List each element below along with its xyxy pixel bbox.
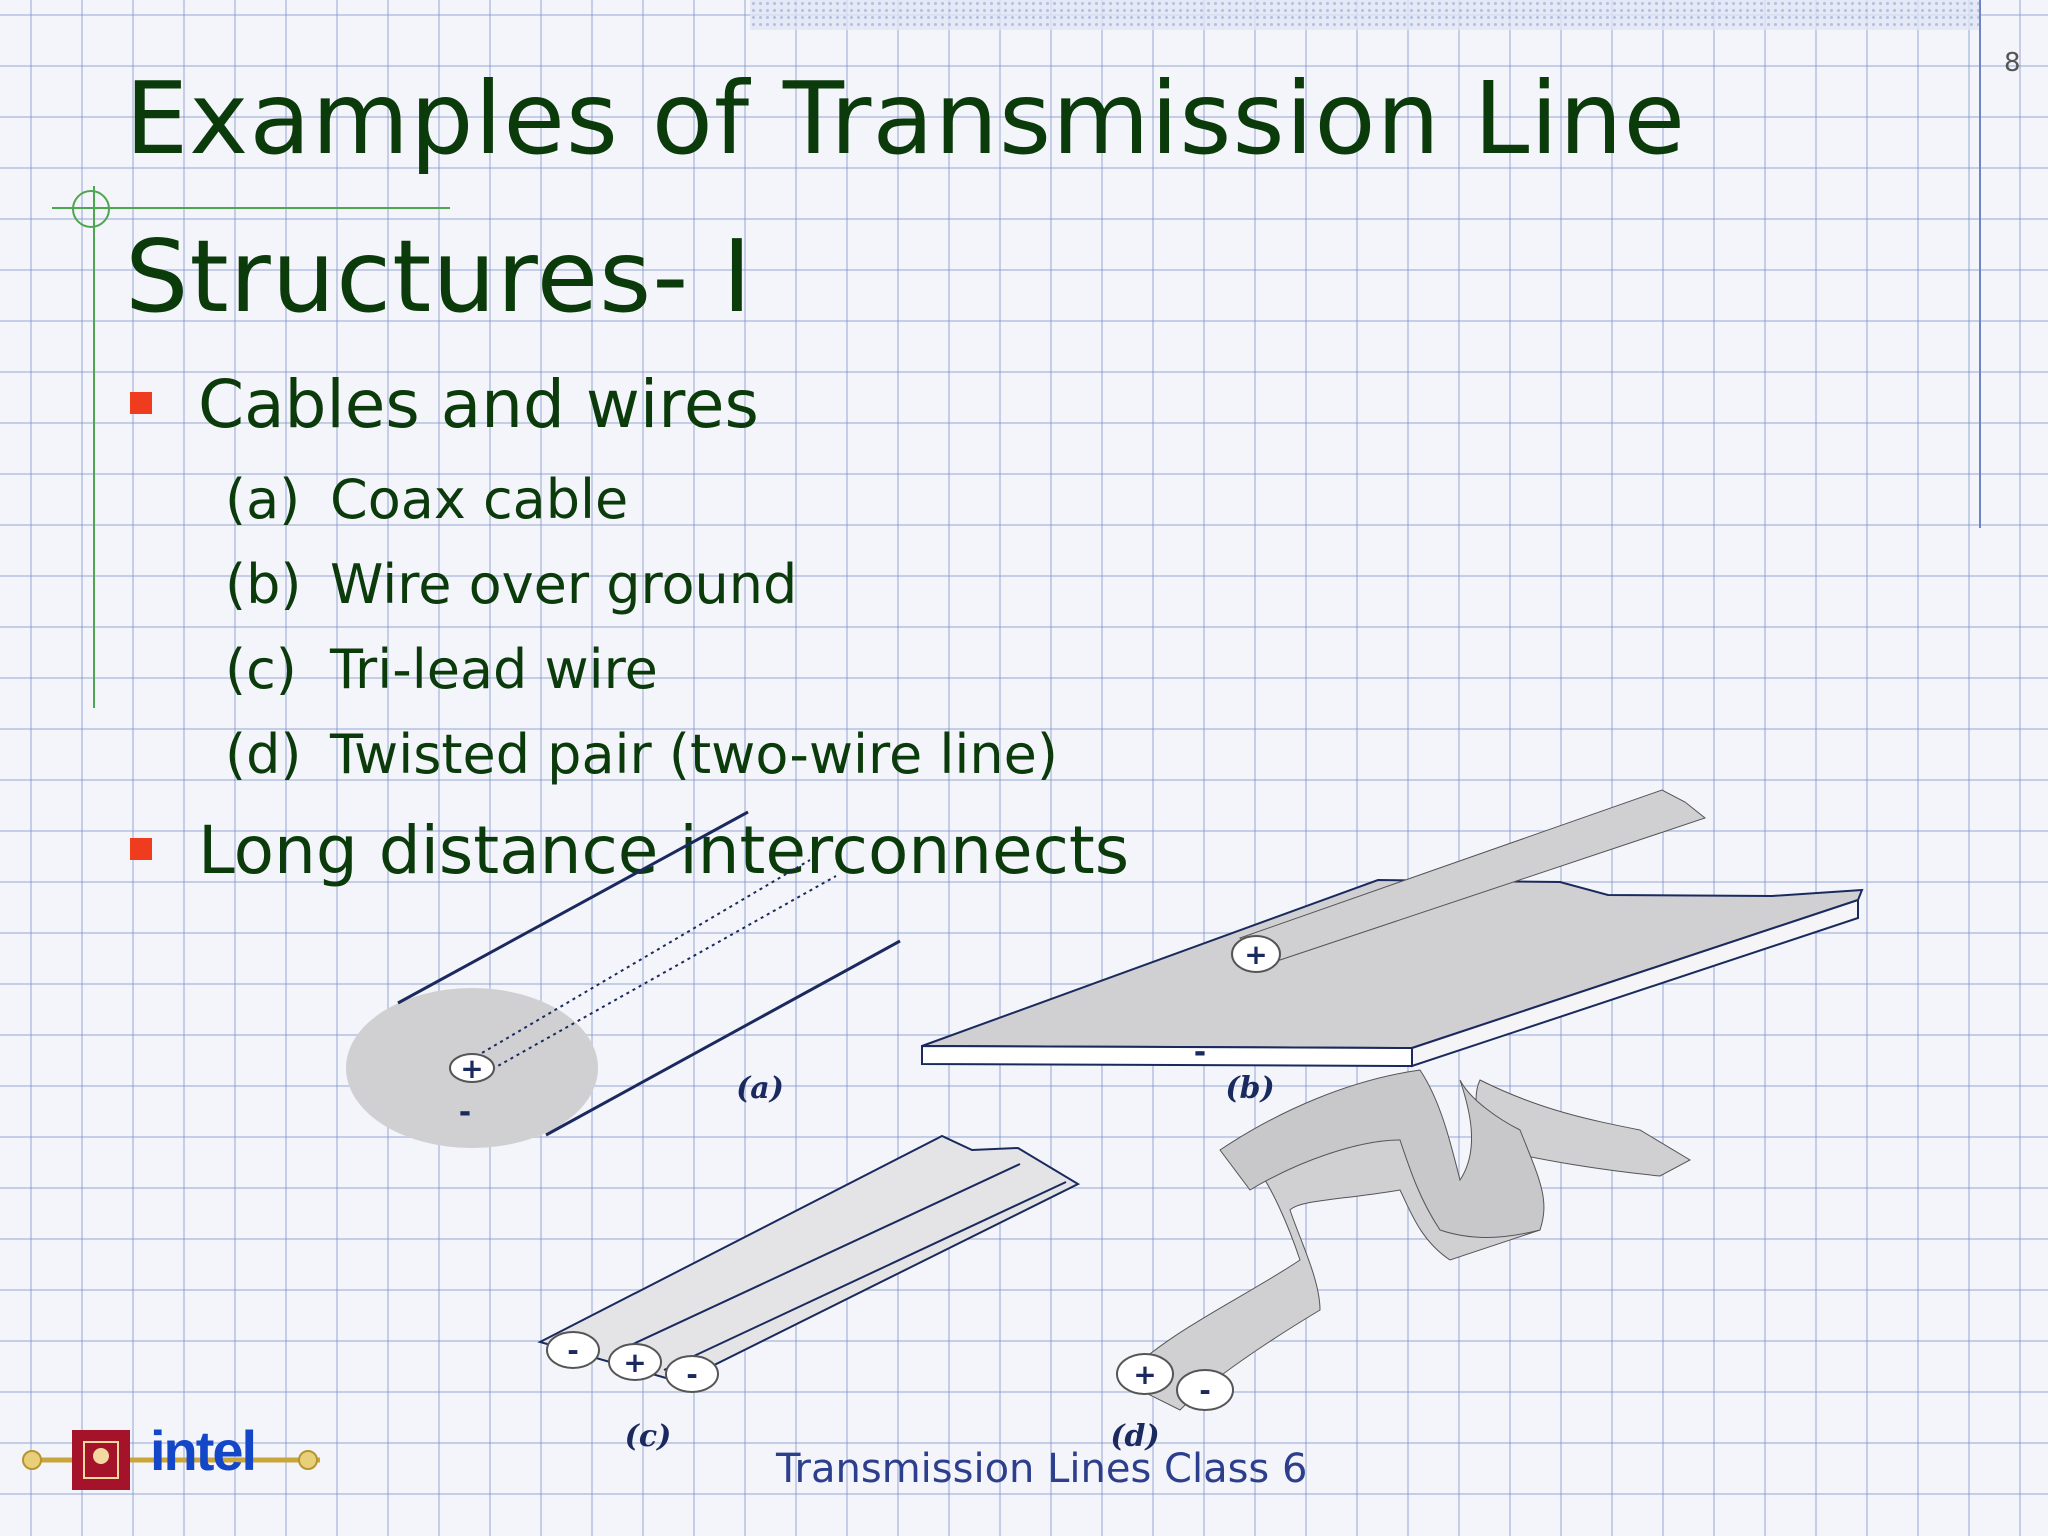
- twisted-pair-conductor-2: [1176, 1369, 1234, 1411]
- caption-d: (d): [1110, 1419, 1159, 1454]
- title-decoration-line: [52, 207, 450, 209]
- sub-item-letter: (d): [225, 723, 302, 786]
- footer-course-label: Transmission Lines Class 6: [776, 1446, 1308, 1492]
- wire-plus-label: +: [1244, 938, 1267, 971]
- caption-a: (a): [736, 1071, 784, 1106]
- coax-inner-dash-1: [469, 859, 811, 1061]
- twisted-pair-wire-2: [1219, 1069, 1545, 1238]
- coax-plus-label: +: [460, 1052, 483, 1085]
- slide-title: Examples of Transmission Line Structures…: [125, 40, 1686, 356]
- ground-plane-side: [1411, 898, 1859, 1068]
- left-decoration-line: [93, 186, 95, 708]
- tri-lead-groove-2: [663, 1181, 1067, 1371]
- crosshair-circle-icon: [72, 190, 110, 228]
- sub-item-letter: (a): [225, 468, 301, 531]
- bullet-square-icon: [130, 838, 152, 860]
- wire-over-ground-drawing: + - (b): [921, 789, 1864, 1106]
- sub-item-label: Coax cable: [330, 468, 629, 531]
- bullet-long-distance-interconnects: Long distance interconnects: [198, 812, 1130, 889]
- title-line-2: Structures- I: [125, 218, 753, 335]
- tri-lead-wire-drawing: - + - (c): [537, 1134, 1081, 1454]
- title-line-1: Examples of Transmission Line: [125, 60, 1687, 177]
- tri-lead-plus-label: +: [623, 1346, 646, 1379]
- ground-plane-front: [921, 1044, 1413, 1068]
- tri-lead-minus-label-2: -: [686, 1358, 698, 1391]
- twisted-pair-minus-label: -: [1199, 1374, 1211, 1407]
- coax-center-conductor: [449, 1053, 495, 1083]
- slide-number: 8: [2004, 48, 2021, 78]
- logo-bar-knob-left: [22, 1450, 42, 1470]
- sub-item-a: (a) Coax cable: [225, 468, 628, 531]
- sub-item-b: (b) Wire over ground: [225, 553, 797, 616]
- twisted-pair-drawing: + - (d): [1110, 1069, 1692, 1454]
- seal-inner-frame: [83, 1441, 119, 1479]
- bullet-square-icon: [130, 392, 152, 414]
- sub-item-c: (c) Tri-lead wire: [225, 638, 658, 701]
- caption-b: (b): [1225, 1071, 1274, 1106]
- tri-lead-conductor-1: [546, 1331, 600, 1369]
- header-texture-band: [750, 0, 1980, 30]
- coax-cable-drawing: + - (a): [346, 810, 901, 1148]
- tri-lead-minus-label-1: -: [567, 1334, 579, 1367]
- seal-emblem: [93, 1448, 109, 1464]
- tri-lead-conductor-3: [665, 1355, 719, 1393]
- sub-item-label: Tri-lead wire: [330, 638, 658, 701]
- ground-minus-label: -: [1194, 1035, 1206, 1070]
- coax-top-edge: [397, 810, 749, 1005]
- bullet-cables-and-wires: Cables and wires: [198, 366, 759, 443]
- tri-lead-conductor-2: [608, 1343, 662, 1381]
- sub-item-letter: (b): [225, 553, 302, 616]
- sub-item-label: Wire over ground: [330, 553, 798, 616]
- coax-bottom-edge: [545, 939, 901, 1137]
- tri-lead-ribbon: [537, 1134, 1081, 1384]
- tri-lead-groove-1: [615, 1163, 1021, 1353]
- intel-logo: intel: [22, 1420, 320, 1490]
- wire-end-cap: [1231, 935, 1281, 973]
- sub-item-label: Twisted pair (two-wire line): [330, 723, 1058, 786]
- twisted-pair-conductor-1: [1116, 1353, 1174, 1395]
- coax-minus-label: -: [459, 1095, 471, 1130]
- sub-item-letter: (c): [225, 638, 297, 701]
- logo-bar-knob-right: [298, 1450, 318, 1470]
- sub-item-d: (d) Twisted pair (two-wire line): [225, 723, 1058, 786]
- coax-inner-dash-2: [479, 875, 837, 1077]
- caption-c: (c): [625, 1419, 672, 1454]
- intel-wordmark: intel: [150, 1420, 255, 1482]
- right-margin-rule: [1979, 0, 1981, 528]
- twisted-pair-plus-label: +: [1133, 1358, 1156, 1391]
